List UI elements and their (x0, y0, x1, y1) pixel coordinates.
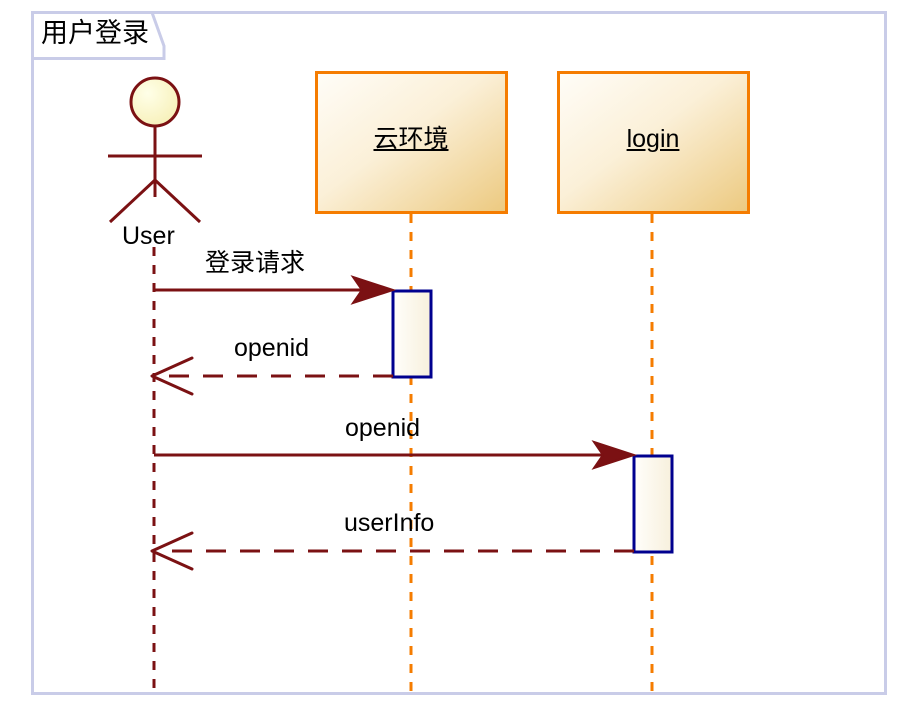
participant-label-cloud: 云环境 (373, 125, 449, 153)
message-label-1: 登录请求 (205, 249, 306, 277)
participant-label-login: login (626, 125, 680, 153)
participant-box-cloud[interactable] (315, 71, 508, 214)
message-arrow-4 (150, 531, 634, 571)
actor-label-user: User (122, 222, 175, 250)
actor-user-figure (108, 76, 202, 224)
message-label-3: openid (345, 414, 421, 442)
frame-label-pentagon (31, 11, 166, 60)
activation-bar-cloud (391, 289, 433, 379)
message-label-2: openid (234, 334, 310, 362)
message-label-4: userInfo (344, 509, 435, 537)
activation-bar-login (632, 454, 674, 554)
frame-label-text: 用户登录 (41, 18, 149, 48)
message-arrow-2 (150, 356, 393, 396)
participant-box-login[interactable] (557, 71, 750, 214)
message-arrow-1 (154, 275, 397, 305)
message-arrow-3 (154, 440, 638, 470)
